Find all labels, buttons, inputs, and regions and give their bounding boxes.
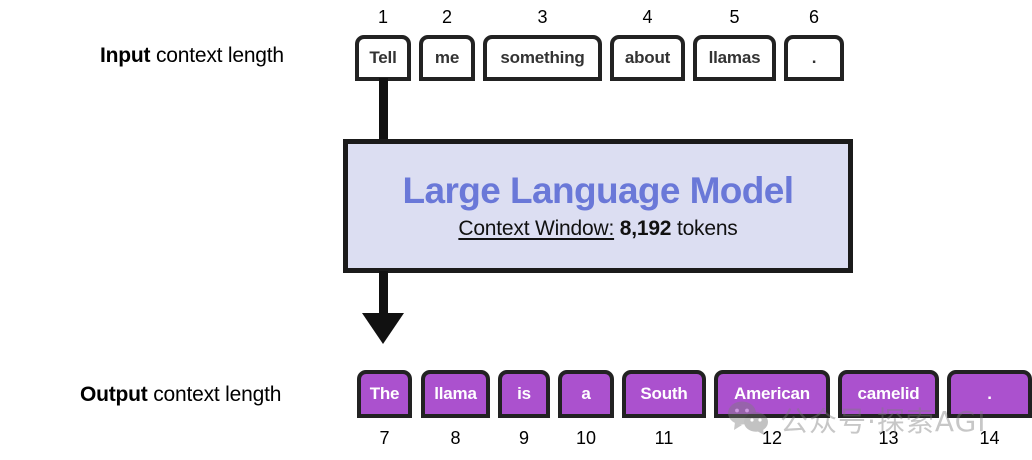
output-token-13: camelid — [838, 370, 939, 418]
output-token-8: llama — [421, 370, 490, 418]
output-token-index-8: 8 — [450, 428, 461, 448]
input-label-strong: Input — [100, 44, 151, 67]
input-token-index-1: 1 — [377, 7, 388, 27]
input-token-index-4: 4 — [642, 7, 653, 27]
input-token-5: llamas — [693, 35, 776, 81]
output-token-7: The — [357, 370, 412, 418]
context-window-line: Context Window: 8,192 tokens — [458, 217, 737, 241]
model-title: Large Language Model — [402, 169, 795, 211]
input-label-light: context length — [150, 44, 284, 67]
large-language-model-box: Large Language Model Context Window: 8,1… — [343, 139, 853, 273]
output-token-11: South — [622, 370, 706, 418]
output-token-index-13: 13 — [878, 428, 899, 448]
output-token-index-12: 12 — [761, 428, 783, 448]
output-context-length-label: Output context length — [80, 383, 281, 407]
input-token-index-3: 3 — [537, 7, 548, 27]
input-token-index-2: 2 — [441, 7, 452, 27]
context-window-value: 8,192 — [619, 217, 672, 241]
context-window-label: Context Window: — [458, 217, 615, 241]
input-context-length-label: Input context length — [100, 44, 284, 68]
output-token-10: a — [558, 370, 614, 418]
output-token-index-14: 14 — [979, 428, 1000, 448]
input-token-1: Tell — [355, 35, 411, 81]
model-to-output-arrowhead — [362, 313, 404, 344]
output-token-14: . — [947, 370, 1032, 418]
output-label-light: context length — [147, 383, 282, 406]
model-to-output-connector-line — [379, 271, 388, 317]
input-token-index-5: 5 — [729, 7, 740, 27]
output-token-index-11: 11 — [654, 428, 674, 448]
input-token-index-6: 6 — [808, 7, 819, 27]
input-to-model-connector — [379, 78, 388, 141]
output-token-index-7: 7 — [379, 428, 390, 448]
input-token-6: . — [784, 35, 844, 81]
output-token-index-9: 9 — [518, 428, 529, 448]
output-token-9: is — [498, 370, 550, 418]
input-token-4: about — [610, 35, 685, 81]
output-token-12: American — [714, 370, 830, 418]
output-label-strong: Output — [80, 383, 148, 406]
context-window-unit: tokens — [676, 217, 738, 241]
input-token-3: something — [483, 35, 602, 81]
input-token-2: me — [419, 35, 475, 81]
output-token-index-10: 10 — [575, 428, 597, 448]
